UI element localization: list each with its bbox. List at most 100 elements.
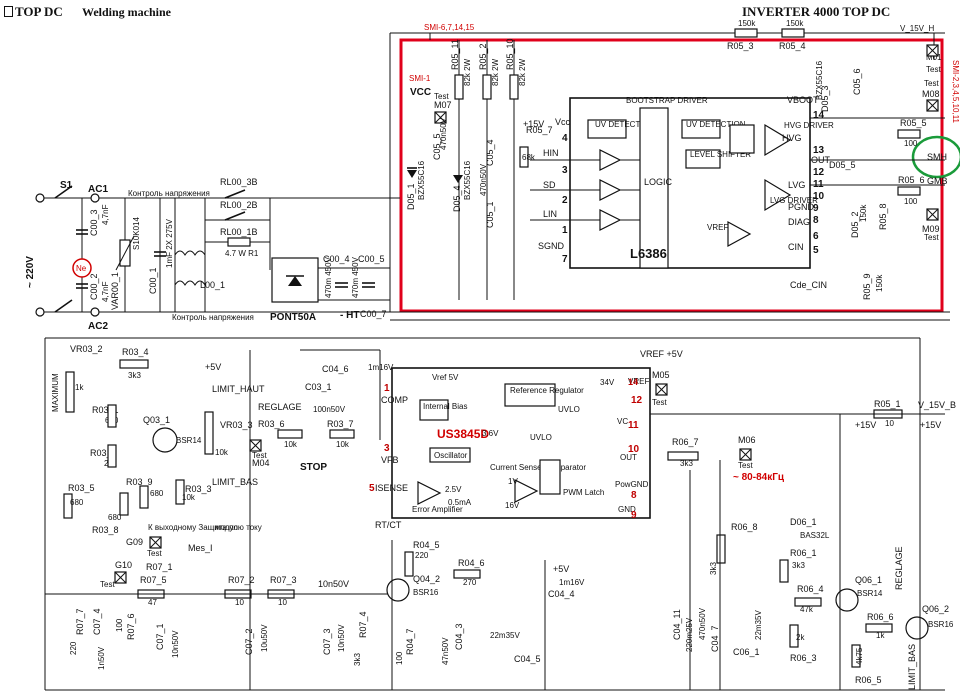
svg-text:9: 9 — [813, 203, 819, 214]
svg-text:1V: 1V — [508, 477, 518, 486]
svg-text:100: 100 — [395, 651, 404, 665]
svg-text:2k: 2k — [796, 633, 805, 642]
svg-text:M08: M08 — [922, 89, 940, 99]
svg-text:R06_3: R06_3 — [790, 653, 817, 663]
model-label: TOP DC — [4, 4, 63, 20]
svg-text:1m16V: 1m16V — [559, 578, 585, 587]
svg-text:10n50V: 10n50V — [337, 624, 346, 652]
svg-text:G09: G09 — [126, 537, 143, 547]
svg-text:SMI-1: SMI-1 — [409, 74, 431, 83]
svg-text:R03_4: R03_4 — [122, 347, 149, 357]
svg-text:47n50V: 47n50V — [441, 637, 450, 665]
svg-text:0.5mA: 0.5mA — [448, 498, 472, 507]
svg-text:R05_3: R05_3 — [727, 41, 754, 51]
svg-text:Oscillator: Oscillator — [434, 451, 468, 460]
svg-text:10u50V: 10u50V — [260, 624, 269, 652]
svg-text:VR03_2: VR03_2 — [70, 344, 103, 354]
svg-text:10n50V: 10n50V — [171, 630, 180, 658]
svg-text:LIMIT_HAUT: LIMIT_HAUT — [212, 384, 265, 394]
svg-text:BZX55C16: BZX55C16 — [417, 160, 426, 200]
svg-text:GND: GND — [618, 505, 636, 514]
svg-text:Internal Bias: Internal Bias — [423, 402, 467, 411]
svg-text:1m16V: 1m16V — [368, 363, 394, 372]
svg-text:VBOOT: VBOOT — [787, 95, 819, 105]
svg-text:22m35V: 22m35V — [490, 631, 520, 640]
svg-text:SD: SD — [543, 180, 556, 190]
svg-text:C07_4: C07_4 — [92, 608, 102, 635]
svg-text:150k: 150k — [786, 19, 804, 28]
svg-text:680: 680 — [150, 489, 164, 498]
svg-text:LIMIT_BAS: LIMIT_BAS — [212, 477, 258, 487]
svg-text:4.7 W R1: 4.7 W R1 — [225, 249, 259, 258]
machine-title: Welding machine — [82, 5, 172, 19]
svg-text:100: 100 — [904, 139, 918, 148]
model-box-icon — [4, 6, 13, 17]
svg-text:C00_5: C00_5 — [358, 254, 385, 264]
svg-text:R04_7: R04_7 — [405, 628, 415, 655]
svg-text:4,7nF: 4,7nF — [101, 204, 110, 225]
svg-text:10k: 10k — [215, 448, 229, 457]
svg-text:REGLAGE: REGLAGE — [894, 546, 904, 590]
svg-text:R03_8: R03_8 — [92, 525, 119, 535]
svg-text:3.6V: 3.6V — [482, 429, 499, 438]
neon-lamp-icon — [72, 258, 92, 278]
svg-text:VC: VC — [617, 417, 628, 426]
highlight-circle — [911, 135, 960, 179]
svg-text:14: 14 — [628, 377, 638, 387]
svg-text:6: 6 — [813, 231, 819, 242]
v15h-label: V_15V_H — [900, 24, 934, 33]
svg-text:M01: M01 — [926, 53, 942, 62]
svg-text:C00_4: C00_4 — [323, 254, 350, 264]
svg-text:100: 100 — [904, 197, 918, 206]
svg-text:47: 47 — [148, 598, 157, 607]
svg-text:470m 450V: 470m 450V — [324, 256, 333, 298]
svg-text:D05_5: D05_5 — [829, 160, 856, 170]
svg-text:HVG: HVG — [782, 133, 802, 143]
svg-text:470n50V: 470n50V — [479, 163, 488, 196]
pwm-ic-label: US3845D — [437, 427, 489, 441]
svg-text:12: 12 — [813, 167, 825, 178]
svg-text:VREF +5V: VREF +5V — [640, 349, 683, 359]
svg-text:R03_7: R03_7 — [327, 419, 354, 429]
svg-text:R07_3: R07_3 — [270, 575, 297, 585]
svg-text:R05_1: R05_1 — [874, 399, 901, 409]
svg-text:R06_1: R06_1 — [790, 548, 817, 558]
svg-text:BSR16: BSR16 — [413, 588, 439, 597]
svg-text:UVLO: UVLO — [558, 405, 580, 414]
svg-text:Test: Test — [926, 65, 941, 74]
bottom-wires — [249, 338, 921, 690]
svg-text:BZX55C16: BZX55C16 — [815, 60, 824, 100]
svg-text:VCC: VCC — [410, 87, 431, 98]
svg-text:BSR14: BSR14 — [176, 436, 202, 445]
svg-text:10n50V: 10n50V — [318, 579, 349, 589]
svg-text:C04_4: C04_4 — [548, 589, 575, 599]
svg-text:Q03_1: Q03_1 — [143, 415, 170, 425]
svg-text:Q06_2: Q06_2 — [922, 604, 949, 614]
svg-text:10k: 10k — [284, 440, 298, 449]
svg-text:470m 450V: 470m 450V — [351, 256, 360, 298]
svg-text:3k3: 3k3 — [792, 561, 805, 570]
svg-text:82k 2W: 82k 2W — [518, 58, 527, 86]
svg-text:D05_3: D05_3 — [820, 85, 830, 112]
svg-text:PowGND: PowGND — [615, 480, 649, 489]
svg-text:BAS32L: BAS32L — [800, 531, 830, 540]
svg-text:10k: 10k — [182, 493, 196, 502]
svg-text:C04_5: C04_5 — [514, 654, 541, 664]
svg-text:Vcc: Vcc — [555, 117, 571, 127]
ac1-label: AC1 — [88, 184, 108, 195]
svg-text:2.5V: 2.5V — [445, 485, 462, 494]
svg-text:4: 4 — [562, 133, 568, 144]
svg-text:R05_9: R05_9 — [862, 273, 872, 300]
svg-text:LEVEL SHIFTER: LEVEL SHIFTER — [690, 150, 751, 159]
svg-text:150k: 150k — [859, 204, 868, 222]
svg-text:Test: Test — [147, 549, 162, 558]
svg-text:VREF: VREF — [707, 223, 728, 232]
sm-right-label: SMI-2,3,4,5,10,11 — [951, 60, 960, 124]
svg-text:OUT: OUT — [620, 453, 637, 462]
svg-text:R06_8: R06_8 — [731, 522, 758, 532]
stop-label: STOP — [300, 462, 327, 473]
svg-text:UV DETECTION: UV DETECTION — [686, 120, 746, 129]
mains-label: ~ 220V — [25, 256, 36, 288]
svg-text:10: 10 — [628, 444, 640, 455]
svg-text:PONT50A: PONT50A — [270, 312, 316, 323]
